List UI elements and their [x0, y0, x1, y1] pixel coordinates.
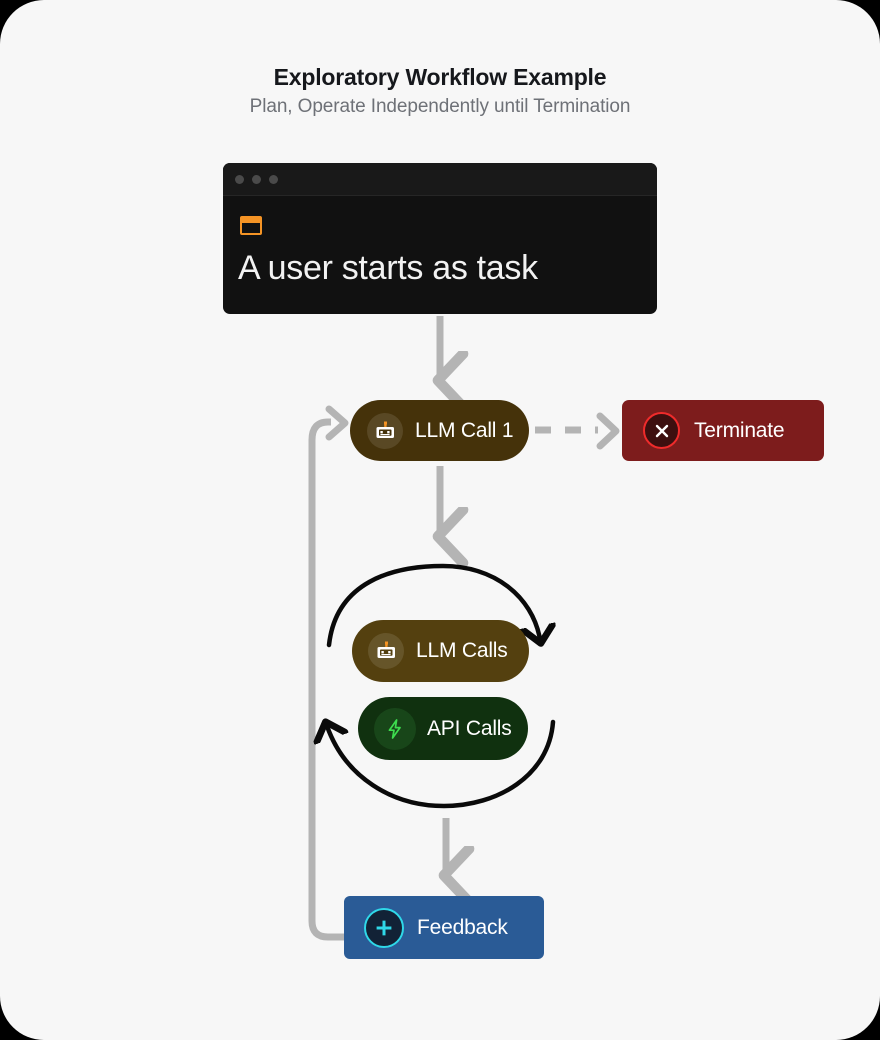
terminal-title-bar [223, 163, 657, 196]
robot-icon [368, 633, 404, 669]
circle-x-icon [643, 412, 680, 449]
browser-window-icon [240, 216, 262, 235]
traffic-light-minimize-icon[interactable] [252, 175, 261, 184]
node-label-feedback: Feedback [417, 915, 508, 939]
robot-icon [367, 412, 403, 449]
node-label-llm-calls: LLM Calls [416, 639, 508, 662]
lightning-bolt-icon [374, 707, 416, 750]
terminal-text: A user starts as task [238, 249, 538, 287]
edge-feedback-to-llm-call-1 [308, 405, 349, 941]
node-label-api-calls: API Calls [427, 716, 512, 740]
node-llm-call-1[interactable]: LLM Call 1 [350, 400, 529, 461]
page-title: Exploratory Workflow Example [273, 64, 607, 90]
node-feedback[interactable]: Feedback [344, 896, 544, 959]
circle-plus-icon [364, 907, 404, 948]
node-terminate[interactable]: Terminate [622, 400, 824, 461]
traffic-light-maximize-icon[interactable] [269, 175, 278, 184]
node-label-terminate: Terminate [694, 418, 785, 442]
terminal-card: A user starts as task [223, 163, 657, 314]
edge-llm-call-1-to-terminate [535, 412, 620, 450]
node-api-calls[interactable]: API Calls [358, 697, 528, 760]
node-llm-calls[interactable]: LLM Calls [352, 620, 529, 682]
heading-block: Exploratory Workflow Example Plan, Opera… [0, 62, 880, 121]
traffic-light-close-icon[interactable] [235, 175, 244, 184]
node-label-llm-call-1: LLM Call 1 [415, 418, 514, 442]
page-subtitle: Plan, Operate Independently until Termin… [249, 96, 631, 117]
